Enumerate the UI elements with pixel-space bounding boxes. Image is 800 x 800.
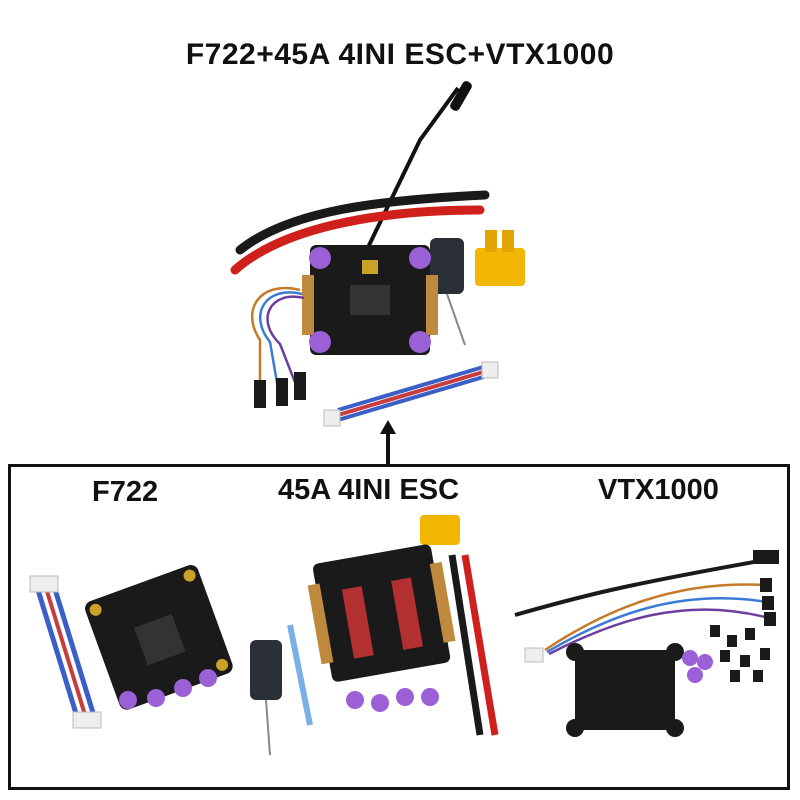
page-title: F722+45A 4INI ESC+VTX1000	[185, 38, 615, 71]
esc-label: 45A 4INI ESC	[278, 474, 460, 506]
f722-photo	[29, 565, 233, 729]
components-panel	[8, 464, 790, 790]
fc-label: F722	[92, 476, 159, 508]
vtx-label: VTX1000	[598, 474, 719, 506]
vtx1000-photo	[514, 550, 779, 737]
arrow-up-icon	[380, 420, 396, 466]
stack-assembly-photo	[230, 81, 525, 427]
esc-photo	[250, 515, 499, 756]
